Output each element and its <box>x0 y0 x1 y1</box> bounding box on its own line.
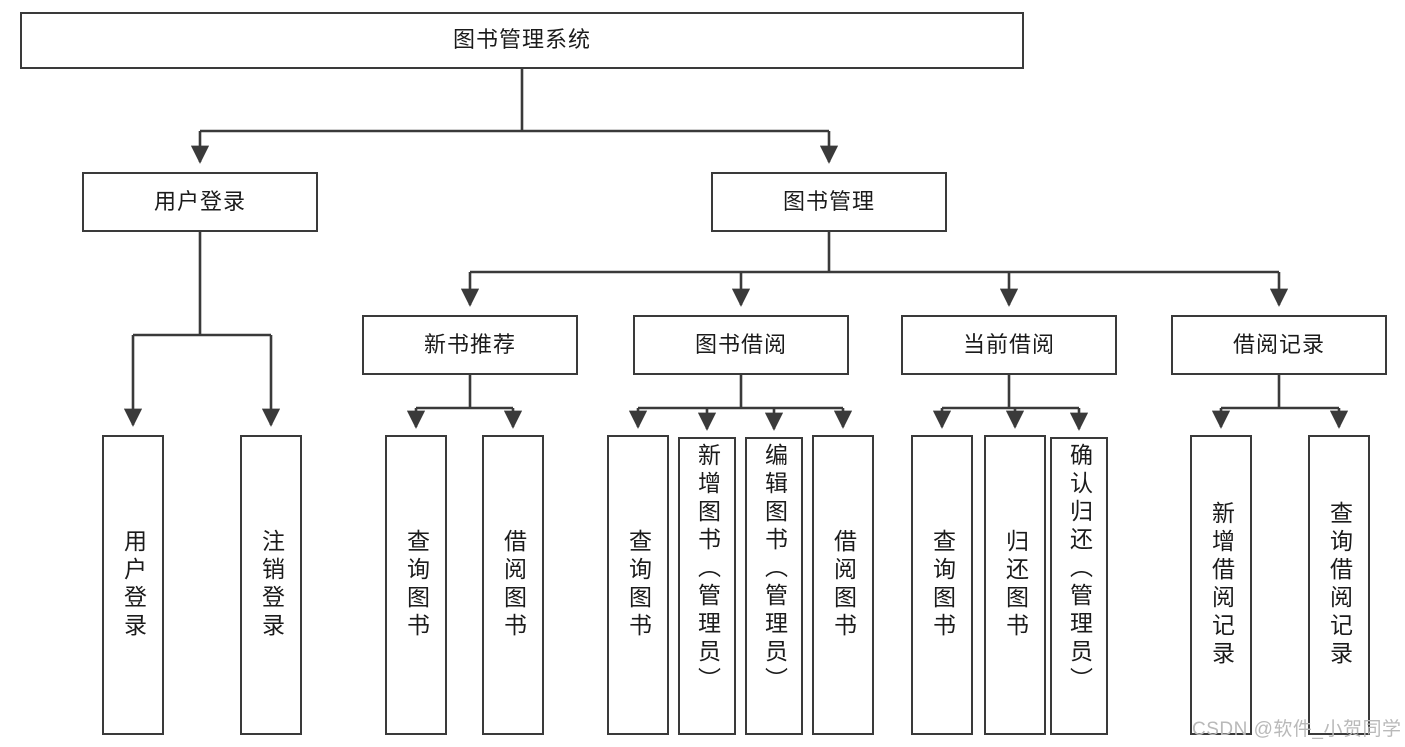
node-leaf-query-book-1[interactable]: 查询图书 <box>385 435 447 735</box>
node-book-manage-label: 图书管理 <box>782 188 875 214</box>
node-leaf-confirm-return[interactable]: 确认归还（管理员） <box>1050 437 1108 735</box>
node-new-book-rec-label: 新书推荐 <box>423 331 516 357</box>
node-leaf-add-record-label: 新增借阅记录 <box>1208 501 1235 669</box>
node-leaf-borrow-book-2-label: 借阅图书 <box>830 529 857 641</box>
node-leaf-borrow-book-1[interactable]: 借阅图书 <box>482 435 544 735</box>
node-leaf-user-login-label: 用户登录 <box>120 529 147 641</box>
node-leaf-confirm-return-label: 确认归还（管理员） <box>1066 443 1093 695</box>
node-new-book-rec[interactable]: 新书推荐 <box>362 315 578 375</box>
node-root-label: 图书管理系统 <box>452 27 591 53</box>
node-leaf-query-record[interactable]: 查询借阅记录 <box>1308 435 1370 735</box>
node-leaf-logout[interactable]: 注销登录 <box>240 435 302 735</box>
node-leaf-add-book-label: 新增图书（管理员） <box>694 443 721 695</box>
node-user-login[interactable]: 用户登录 <box>82 172 318 232</box>
node-leaf-query-record-label: 查询借阅记录 <box>1326 501 1353 669</box>
node-book-manage[interactable]: 图书管理 <box>711 172 947 232</box>
node-leaf-return-book-label: 归还图书 <box>1002 529 1029 641</box>
node-leaf-edit-book-label: 编辑图书（管理员） <box>761 443 788 695</box>
node-leaf-borrow-book-1-label: 借阅图书 <box>500 529 527 641</box>
node-root[interactable]: 图书管理系统 <box>20 12 1024 69</box>
node-leaf-user-login[interactable]: 用户登录 <box>102 435 164 735</box>
watermark: CSDN @软件_小贺同学 <box>1192 719 1402 740</box>
node-leaf-edit-book[interactable]: 编辑图书（管理员） <box>745 437 803 735</box>
node-current-borrow-label: 当前借阅 <box>962 331 1055 357</box>
node-book-borrow-label: 图书借阅 <box>694 331 787 357</box>
node-leaf-add-book[interactable]: 新增图书（管理员） <box>678 437 736 735</box>
node-leaf-logout-label: 注销登录 <box>258 529 285 641</box>
node-book-borrow[interactable]: 图书借阅 <box>633 315 849 375</box>
node-leaf-borrow-book-2[interactable]: 借阅图书 <box>812 435 874 735</box>
node-current-borrow[interactable]: 当前借阅 <box>901 315 1117 375</box>
node-leaf-query-book-3-label: 查询图书 <box>929 529 956 641</box>
node-leaf-query-book-2[interactable]: 查询图书 <box>607 435 669 735</box>
node-borrow-record-label: 借阅记录 <box>1232 331 1325 357</box>
node-leaf-query-book-3[interactable]: 查询图书 <box>911 435 973 735</box>
node-user-login-label: 用户登录 <box>153 188 246 214</box>
node-borrow-record[interactable]: 借阅记录 <box>1171 315 1387 375</box>
node-leaf-add-record[interactable]: 新增借阅记录 <box>1190 435 1252 735</box>
node-leaf-query-book-1-label: 查询图书 <box>403 529 430 641</box>
node-leaf-query-book-2-label: 查询图书 <box>625 529 652 641</box>
node-leaf-return-book[interactable]: 归还图书 <box>984 435 1046 735</box>
